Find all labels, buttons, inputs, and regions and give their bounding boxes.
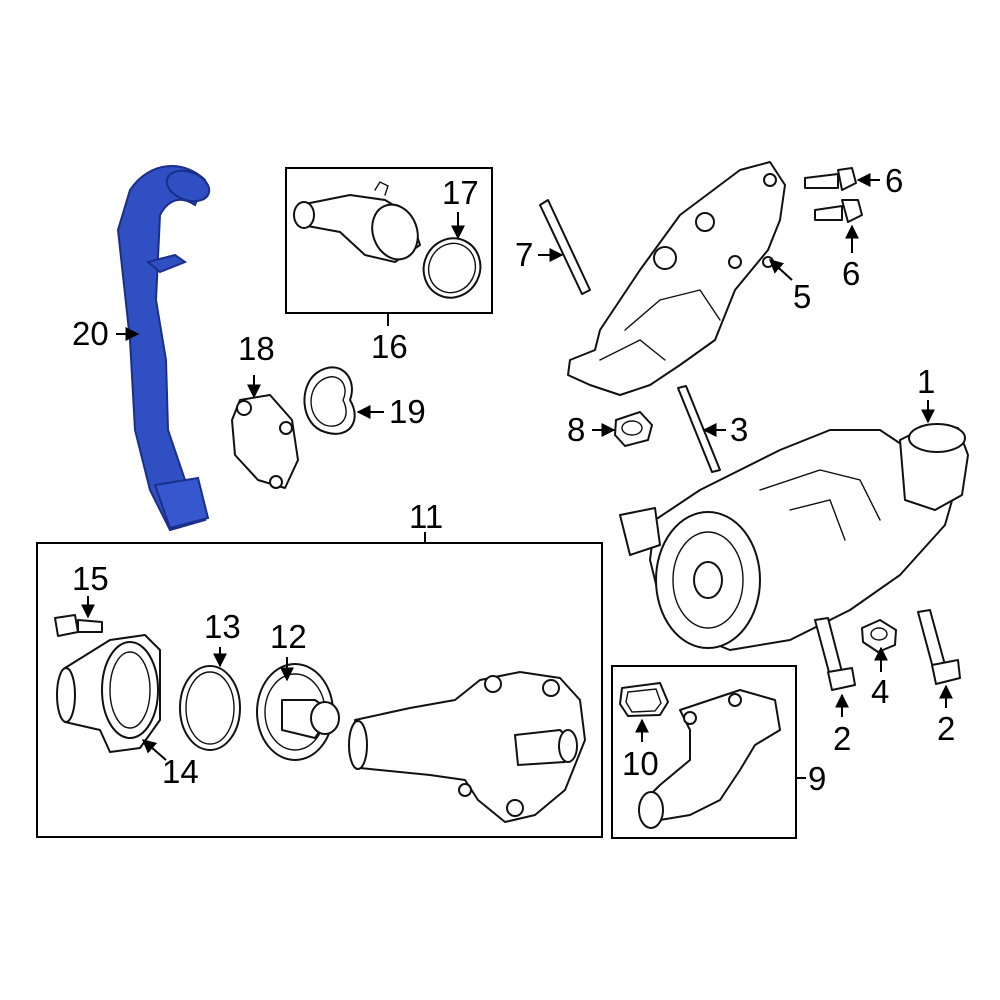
bolt-part-6-lower[interactable] <box>814 199 863 223</box>
label-17: 17 <box>442 174 479 211</box>
thermostat-housing-part-16[interactable] <box>293 181 425 266</box>
label-2-right: 2 <box>937 710 955 747</box>
label-13: 13 <box>204 608 241 645</box>
label-5: 5 <box>793 278 811 315</box>
water-pump-part-1[interactable] <box>619 423 969 651</box>
stud-part-7[interactable] <box>539 199 591 295</box>
label-1: 1 <box>917 363 935 400</box>
label-7: 7 <box>515 236 533 273</box>
o-ring-part-13[interactable] <box>179 665 241 751</box>
label-14: 14 <box>162 753 199 790</box>
label-19: 19 <box>389 393 426 430</box>
label-4: 4 <box>871 673 889 710</box>
label-11: 11 <box>409 498 443 535</box>
label-6-upper: 6 <box>885 162 903 199</box>
stud-part-3[interactable] <box>677 385 721 473</box>
housing-part-14[interactable] <box>56 634 161 753</box>
leader-lines <box>81 173 953 779</box>
group-box-11 <box>36 542 603 838</box>
label-10: 10 <box>622 745 659 782</box>
label-15: 15 <box>72 560 109 597</box>
bolt-part-6-upper[interactable] <box>804 167 857 191</box>
label-20: 20 <box>72 315 109 352</box>
thermostat-housing-part-11[interactable] <box>348 671 586 823</box>
hose-part-20[interactable] <box>116 165 213 532</box>
pipe-part-9[interactable] <box>638 689 781 829</box>
o-ring-part-17[interactable] <box>414 229 490 307</box>
gasket-part-10[interactable] <box>619 682 669 717</box>
bolt-part-2-left[interactable] <box>814 617 856 691</box>
nut-part-4[interactable] <box>861 619 897 653</box>
label-18: 18 <box>238 330 275 367</box>
label-8: 8 <box>567 411 585 448</box>
cover-plate-part-18[interactable] <box>231 394 299 489</box>
label-3: 3 <box>730 411 748 448</box>
label-6-lower: 6 <box>842 255 860 292</box>
bolt-part-15[interactable] <box>54 614 103 637</box>
gasket-part-19[interactable] <box>303 366 356 435</box>
group-box-9 <box>611 665 797 839</box>
label-9: 9 <box>808 760 826 797</box>
nut-part-8[interactable] <box>614 411 653 447</box>
label-12: 12 <box>270 618 307 655</box>
label-2-left: 2 <box>833 720 851 757</box>
bolt-part-2-right[interactable] <box>917 609 961 685</box>
bracket-part-5[interactable] <box>567 161 786 396</box>
label-16: 16 <box>371 328 408 365</box>
thermostat-part-12[interactable] <box>256 663 340 761</box>
callout-labels: 1 2 2 3 4 5 6 6 7 8 9 10 11 12 13 14 15 … <box>72 162 955 797</box>
